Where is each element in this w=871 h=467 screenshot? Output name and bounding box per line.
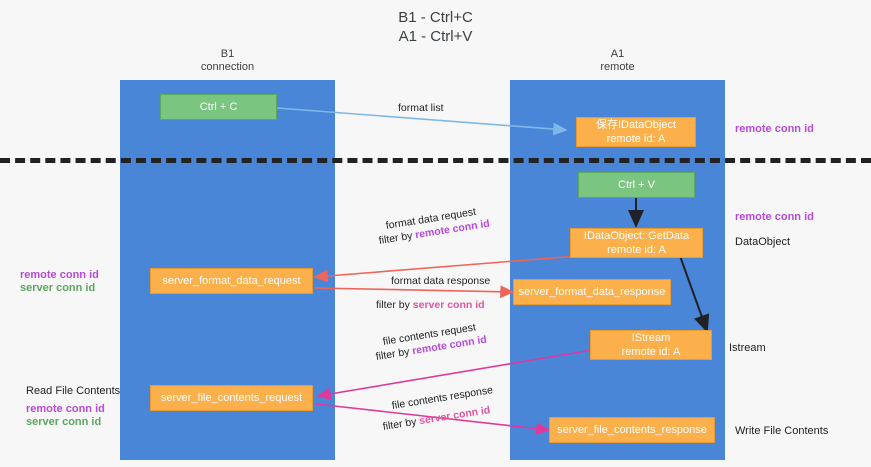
- annotation-remote-conn-id-top: remote conn id: [735, 123, 814, 135]
- page-title: B1 - Ctrl+C A1 - Ctrl+V: [398, 9, 473, 45]
- node-ctrl-c[interactable]: Ctrl + C: [160, 94, 277, 120]
- section-divider: [0, 158, 871, 163]
- filter-by-text: filter by: [374, 345, 414, 363]
- annotation-left-server-conn-id-1: server conn id: [20, 282, 96, 294]
- annotation-write-file-contents: Write File Contents: [735, 425, 829, 437]
- edge-label-format-list: format list: [398, 102, 444, 114]
- edge-label-format-data-response: format data response: [391, 275, 491, 287]
- annotation-remote-conn-id-mid: remote conn id: [735, 211, 814, 223]
- filter-by-text: filter by: [377, 229, 417, 247]
- annotation-left-server-conn-id-2: server conn id: [26, 416, 102, 428]
- node-server-format-data-request[interactable]: server_format_data_request: [150, 268, 313, 294]
- lane-title-a1: A1 remote: [600, 48, 635, 73]
- annotation-left-remote-conn-id-1: remote conn id: [20, 269, 99, 281]
- lane-title-b1: B1 connection: [200, 48, 255, 73]
- node-idataobject-getdata[interactable]: IDataObject::GetData remote id: A: [570, 228, 703, 258]
- annotation-data-object: DataObject: [735, 236, 791, 248]
- annotation-left-remote-conn-id-2: remote conn id: [26, 403, 105, 415]
- node-ctrl-v[interactable]: Ctrl + V: [578, 172, 695, 198]
- edge-label-filter-by-server-1: filter by server conn id: [376, 298, 485, 313]
- filter-by-text: filter by: [381, 415, 421, 433]
- node-server-format-data-response[interactable]: server_format_data_response: [513, 279, 671, 305]
- node-server-file-contents-request[interactable]: server_file_contents_request: [150, 385, 313, 411]
- node-server-file-contents-response[interactable]: server_file_contents_response: [549, 417, 715, 443]
- annotation-istream: Istream: [729, 342, 766, 354]
- filter-by-text: filter by: [376, 299, 413, 311]
- annotation-read-file-contents: Read File Contents: [26, 385, 121, 397]
- node-istream[interactable]: IStream remote id: A: [590, 330, 712, 360]
- server-conn-id-token: server conn id: [412, 299, 485, 311]
- node-save-idataobject[interactable]: 保存IDataObject remote id: A: [576, 117, 696, 147]
